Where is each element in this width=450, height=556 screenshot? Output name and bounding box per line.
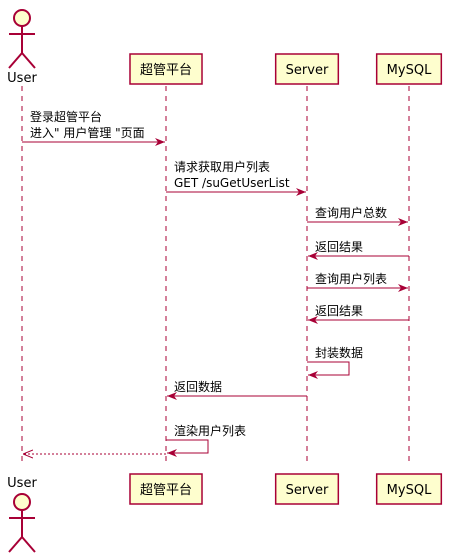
participant-label: User xyxy=(7,476,37,491)
message-label: 封装数据 xyxy=(315,345,363,360)
participant-bottom-server: Server xyxy=(274,473,340,505)
actor-body xyxy=(8,26,36,69)
participant-box xyxy=(274,53,340,85)
message-label: 查询用户总数 xyxy=(315,205,387,220)
participant-box xyxy=(129,53,203,85)
message-label: GET /suGetUserList xyxy=(174,176,290,190)
message-label: 登录超管平台 xyxy=(30,109,102,124)
participant-top-mysql: MySQL xyxy=(375,53,443,85)
message-label: 返回结果 xyxy=(315,304,363,318)
participant-box xyxy=(375,53,443,85)
message-8: 返回数据 xyxy=(167,379,307,400)
participant-label: MySQL xyxy=(387,483,432,498)
lifelines xyxy=(21,86,410,462)
message-7: 封装数据 xyxy=(307,345,363,379)
actor-bottom-user: User xyxy=(7,476,37,553)
participant-box xyxy=(274,473,340,505)
message-label: 查询用户列表 xyxy=(315,271,387,286)
participant-box xyxy=(129,473,203,505)
participant-label: Server xyxy=(286,483,329,498)
participant-label: User xyxy=(7,71,37,86)
self-arrow xyxy=(307,361,350,379)
participant-label: MySQL xyxy=(387,63,432,78)
participants-bottom: User 超管平台 Server MySQL xyxy=(7,473,443,553)
actor-head xyxy=(13,9,31,27)
participant-label: Server xyxy=(286,63,329,78)
message-label: 返回结果 xyxy=(315,240,363,254)
participant-bottom-platform: 超管平台 xyxy=(129,473,203,505)
message-label: 进入" 用户管理 "页面 xyxy=(30,125,145,140)
participant-top-platform: 超管平台 xyxy=(129,53,203,85)
actor-body xyxy=(8,510,36,553)
actor-top-user: User xyxy=(7,9,37,86)
message-4: 返回结果 xyxy=(308,240,409,260)
self-arrow xyxy=(166,439,209,457)
message-label: 渲染用户列表 xyxy=(174,423,246,438)
message-3: 查询用户总数 xyxy=(307,205,408,226)
participant-bottom-mysql: MySQL xyxy=(375,473,443,505)
message-5: 查询用户列表 xyxy=(307,271,408,292)
participant-label: 超管平台 xyxy=(140,63,192,78)
participants-top: User 超管平台 Server MySQL xyxy=(7,9,443,86)
participant-label: 超管平台 xyxy=(140,483,192,498)
message-9: 渲染用户列表 xyxy=(166,423,246,457)
actor-head xyxy=(13,493,31,511)
message-6: 返回结果 xyxy=(308,304,409,324)
message-2: 请求获取用户列表 GET /suGetUserList xyxy=(166,159,306,196)
message-label: 请求获取用户列表 xyxy=(174,159,270,174)
participant-box xyxy=(375,473,443,505)
participant-top-server: Server xyxy=(274,53,340,85)
message-label: 返回数据 xyxy=(174,379,222,394)
